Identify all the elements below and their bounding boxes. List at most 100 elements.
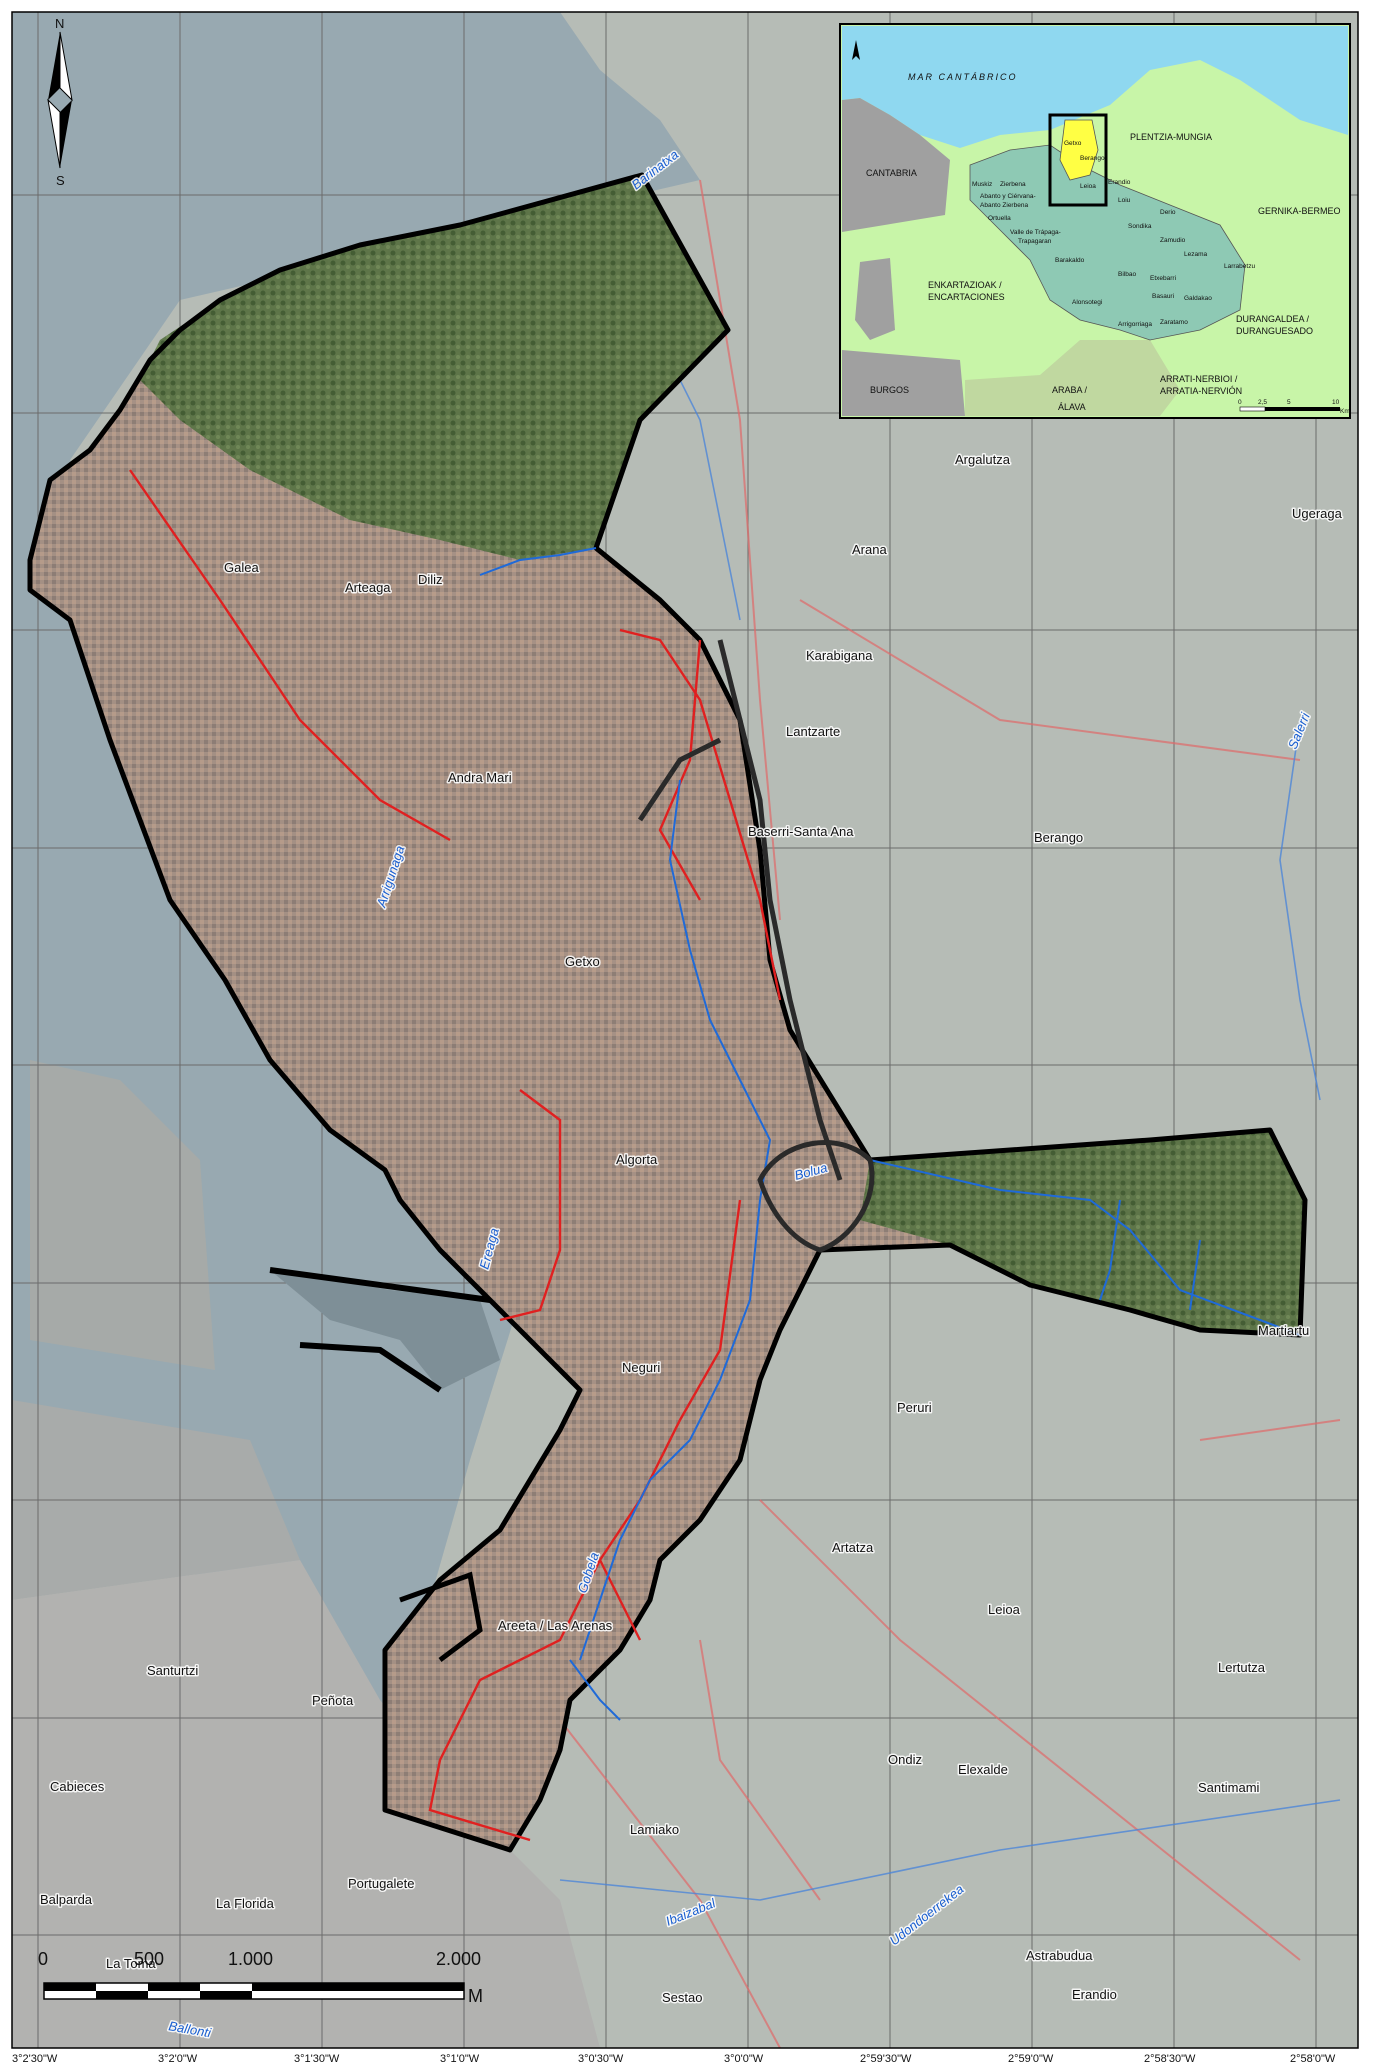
south-bank <box>12 1560 600 2048</box>
place-labels: Galea Arteaga Diliz Andra Mari Getxo Alg… <box>39 451 1345 2007</box>
place-astrabudua: Astrabudua <box>1026 1948 1093 1963</box>
place-leioa: Leioa <box>988 1602 1021 1617</box>
green-zone-north <box>140 175 728 560</box>
coord-10: 2°58'0"W <box>1290 2053 1336 2065</box>
inset-galdakao: Galdakao <box>1184 295 1212 302</box>
pier <box>399 1571 483 1662</box>
inset-enkartazioak-label-1: ENKARTAZIOAK / <box>928 280 1002 290</box>
inset-basauri: Basauri <box>1152 293 1174 300</box>
inset-loiu: Loiu <box>1118 197 1131 204</box>
place-berango: Berango <box>1034 830 1083 845</box>
inset-bilbao: Bilbao <box>1118 271 1136 278</box>
place-karabigana: Karabigana <box>806 648 873 663</box>
coord-1: 3°2'30"W <box>12 2053 58 2065</box>
inset-scale: 0 2,5 5 10 Km <box>1238 399 1350 415</box>
north-arrow-s: S <box>56 173 65 188</box>
north-arrow-n: N <box>55 16 64 31</box>
inset-highlight-box <box>1048 113 1108 207</box>
place-neguri: Neguri <box>622 1360 660 1375</box>
inset-zamudio: Zamudio <box>1160 237 1186 244</box>
inset-arrigorriaga: Arrigorriaga <box>1118 321 1152 328</box>
inset-sondika: Sondika <box>1128 223 1152 230</box>
scale-bar: 0 500 1.000 2.000 M <box>38 1949 483 2006</box>
coord-9: 2°58'30"W <box>1144 2053 1196 2065</box>
inset-larrabetzu: Larrabetzu <box>1224 263 1255 270</box>
scale-zero: 0 <box>38 1949 48 1969</box>
place-lantzarte: Lantzarte <box>786 724 840 739</box>
inset-burgos <box>842 350 965 416</box>
inset-gernika-label: GERNIKA-BERMEO <box>1258 206 1341 216</box>
inset-durangaldea-label-2: DURANGUESADO <box>1236 326 1313 336</box>
inset-arrati-label-2: ARRATIA-NERVIÓN <box>1160 386 1242 396</box>
scale-500: 500 <box>134 1949 164 1969</box>
inset-scale-25: 2,5 <box>1258 399 1267 406</box>
roads <box>129 469 782 1842</box>
north-arrow: N S <box>47 16 73 188</box>
coord-2: 3°2'0"W <box>158 2053 198 2065</box>
inset-burgos-label: BURGOS <box>870 385 909 395</box>
place-penota: Peñota <box>312 1693 354 1708</box>
place-martiartu: Martiartu <box>1258 1323 1309 1338</box>
inset-enkartazioak-label-2: ENCARTACIONES <box>928 292 1005 302</box>
inset-cantabria <box>842 98 950 232</box>
rivers <box>479 547 1301 1721</box>
inset-scale-10: 10 <box>1332 399 1340 406</box>
coord-4: 3°1'0"W <box>440 2053 480 2065</box>
coord-8: 2°59'0"W <box>1008 2053 1054 2065</box>
coord-5: 3°0'30"W <box>578 2053 624 2065</box>
place-lertutza: Lertutza <box>1218 1660 1266 1675</box>
coord-6: 3°0'0"W <box>724 2053 764 2065</box>
map-border <box>11 11 1359 2049</box>
inset-north-arrow <box>852 40 860 60</box>
inset-abanto: Abanto y Ciérvana- <box>980 193 1036 200</box>
place-areeta: Areeta / Las Arenas <box>498 1618 613 1633</box>
inset-araba <box>965 340 1180 416</box>
inset-valle: Valle de Trápaga- <box>1010 229 1061 236</box>
inset-berango: Berango <box>1080 155 1105 162</box>
place-peruri: Peruri <box>897 1400 932 1415</box>
inset-sea <box>842 26 1348 148</box>
inset-plentzia-label: PLENTZIA-MUNGIA <box>1130 132 1212 142</box>
inset-zierbena: Zierbena <box>1000 181 1026 188</box>
breakwater <box>269 1267 491 1303</box>
background-roads <box>559 179 1341 2049</box>
place-algorta: Algorta <box>616 1152 658 1167</box>
municipality-polygon <box>30 175 1305 1850</box>
place-galea: Galea <box>224 560 259 575</box>
place-ondiz: Ondiz <box>888 1752 922 1767</box>
breakwater-lower <box>299 1342 442 1393</box>
inset-erandio: Erandio <box>1108 179 1131 186</box>
coordinate-labels: 3°2'30"W 3°2'0"W 3°1'30"W 3°1'0"W 3°0'30… <box>12 2053 1336 2065</box>
inset-scale-5: 5 <box>1287 399 1291 406</box>
place-sestao: Sestao <box>662 1990 702 2005</box>
coord-3: 3°1'30"W <box>294 2053 340 2065</box>
coord-7: 2°59'30"W <box>860 2053 912 2065</box>
inset-araba-label-2: ÁLAVA <box>1058 402 1086 412</box>
inset-abanto2: Abanto Zierbena <box>980 202 1028 209</box>
place-portugalete: Portugalete <box>348 1876 415 1891</box>
place-andra-mari: Andra Mari <box>448 770 512 785</box>
place-la-florida: La Florida <box>216 1896 275 1911</box>
inset-muskiz: Muskiz <box>972 181 992 188</box>
scale-1000: 1.000 <box>228 1949 273 1969</box>
port-area <box>30 1060 215 1370</box>
outline <box>27 172 1308 1853</box>
inset-barakaldo: Barakaldo <box>1055 257 1085 264</box>
marina <box>270 1270 500 1390</box>
inset-zaratamo: Zaratamo <box>1160 319 1188 326</box>
place-cabieces: Cabieces <box>50 1779 105 1794</box>
inset-burgos-2 <box>855 258 895 340</box>
inset-scale-0: 0 <box>1238 399 1242 406</box>
inset-valle2: Trapagaran <box>1018 238 1052 245</box>
place-getxo: Getxo <box>565 954 600 969</box>
inset-etxebarri: Etxebarri <box>1150 275 1176 282</box>
inset-cantabria-label: CANTABRIA <box>866 168 917 178</box>
inset-durangaldea-label-1: DURANGALDEA / <box>1236 314 1310 324</box>
scale-2000: 2.000 <box>436 1949 481 1969</box>
inset-sea-label: MAR CANTÁBRICO <box>908 72 1018 82</box>
inset-derio: Derio <box>1160 209 1176 216</box>
place-lamiako: Lamiako <box>630 1822 679 1837</box>
inset-getxo <box>1059 119 1099 181</box>
place-balparda: Balparda <box>40 1892 93 1907</box>
